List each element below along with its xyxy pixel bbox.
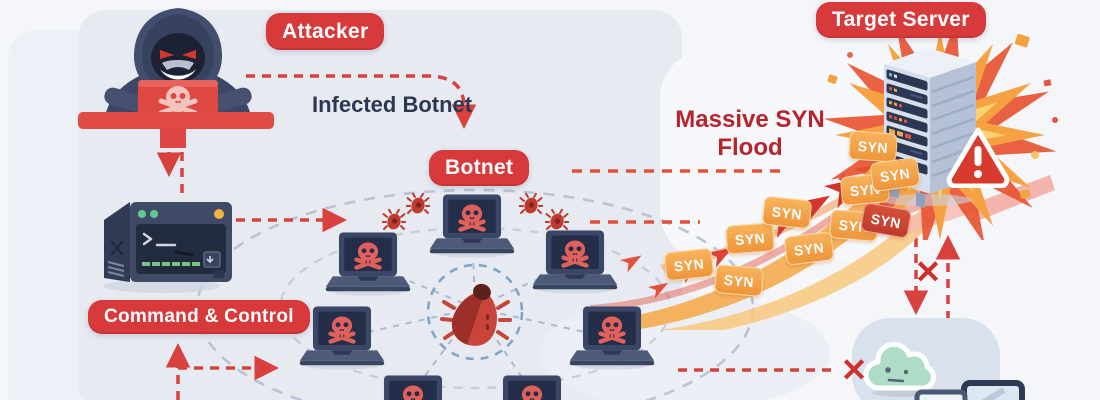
syn-packet-badge: SYN [848,130,898,163]
infected-botnet-heading: Infected Botnet [312,92,473,117]
botnet-label: Botnet [429,150,530,186]
syn-packet-badge: SYN [783,231,835,266]
central-malware-bug-icon [440,283,512,346]
blocked-x-icon: ✕ [840,352,868,388]
command-control-server-icon [104,202,232,293]
command-control-label: Command & Control [88,300,310,334]
blocked-x-icon: ✕ [914,254,942,290]
syn-packet-badge: SYN [725,222,775,255]
user-devices-icon [914,380,1025,400]
syn-packet-badge: SYN [761,195,813,230]
botnet-laptop-icon [369,375,457,400]
target-server-icon [880,48,976,208]
warning-icon [946,127,1010,188]
attacker-label: Attacker [266,13,385,50]
syn-packet-badge: SYN [713,263,765,298]
target-server-label: Target Server [816,2,986,38]
botnet-laptop-icon [298,306,386,370]
malware-bug-icon [519,192,543,216]
malware-bug-icon [545,208,569,232]
botnet-laptop-icon [324,232,412,296]
massive-syn-flood-heading: Massive SYN Flood [675,106,825,162]
malware-bug-icon [382,208,406,232]
botnet-laptop-icon [531,230,619,294]
syn-packet-badge: SYN [663,247,715,282]
malware-bug-icon [406,192,430,216]
botnet-laptop-icon [488,375,576,400]
botnet-laptop-icon [428,194,516,258]
botnet-laptop-icon [568,306,656,370]
hacker-icon [78,8,274,148]
